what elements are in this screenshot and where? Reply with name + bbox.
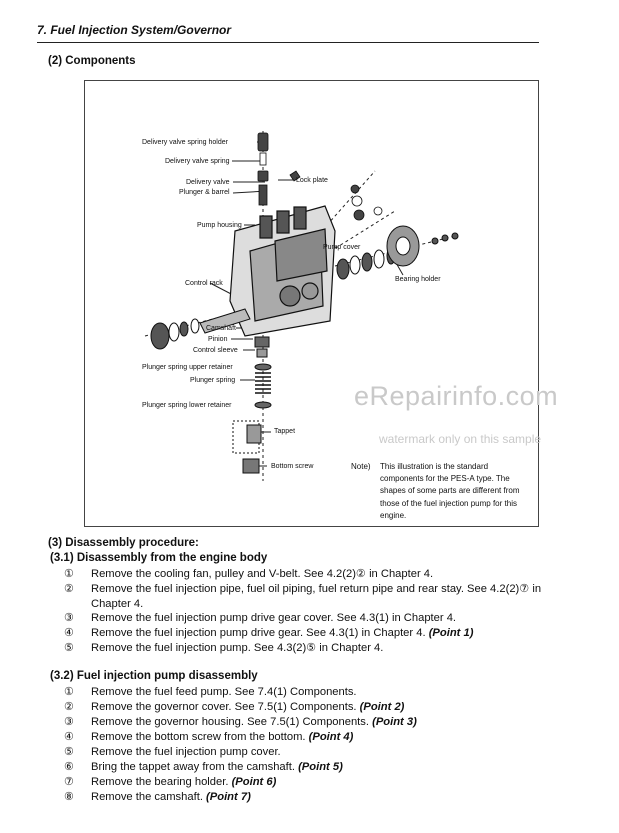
step-number: ⑦	[64, 776, 75, 788]
label-delivery-valve: Delivery valve	[186, 179, 230, 186]
step-text-wrap: Remove the bottom screw from the bottom.…	[91, 730, 561, 745]
header-rule	[37, 42, 539, 43]
label-plunger-spring-lower-retainer: Plunger spring lower retainer	[142, 402, 232, 409]
step-text: Remove the fuel injection pump cover.	[91, 746, 281, 758]
step-number: ⑧	[64, 791, 75, 803]
step-number: ③	[64, 716, 75, 728]
point-ref: (Point 5)	[298, 761, 343, 773]
step-text-wrap: Remove the governor cover. See 7.5(1) Co…	[91, 700, 561, 715]
step-number: ②	[64, 583, 75, 595]
step-text-wrap: Remove the camshaft. (Point 7)	[91, 790, 561, 805]
step-text: Remove the fuel feed pump. See 7.4(1) Co…	[91, 686, 357, 698]
note-label: Note)	[351, 462, 371, 471]
step-text: Remove the fuel injection pump drive gea…	[91, 627, 426, 639]
point-ref: (Point 7)	[206, 791, 251, 803]
label-pump-housing: Pump housing	[197, 222, 242, 229]
label-control-rack: Control rack	[185, 280, 223, 287]
step-number: ④	[64, 731, 75, 743]
subsection-title-engine-body: (3.1) Disassembly from the engine body	[50, 552, 268, 564]
point-ref: (Point 2)	[359, 701, 405, 713]
label-camshaft: Camshaft	[206, 325, 236, 332]
point-ref: (Point 4)	[308, 731, 354, 743]
watermark-sub: watermark only on this sample	[379, 432, 542, 446]
exploded-view-drawing	[144, 131, 459, 481]
label-plunger-barrel: Plunger & barrel	[179, 189, 230, 196]
label-lock-plate: Lock plate	[296, 177, 328, 184]
step-text-wrap: Remove the fuel injection pump drive gea…	[91, 626, 561, 641]
label-bearing-holder: Bearing holder	[395, 276, 441, 283]
step-text-wrap: Remove the bearing holder. (Point 6)	[91, 775, 561, 790]
step-text: Remove the fuel injection pump drive gea…	[91, 612, 457, 624]
label-delivery-valve-spring-holder: Delivery valve spring holder	[142, 139, 228, 146]
section-title-components: (2) Components	[48, 55, 136, 67]
step-text: Remove the fuel injection pipe, fuel oil…	[91, 583, 542, 610]
step-number: ⑥	[64, 761, 75, 773]
label-pump-cover: Pump cover	[323, 244, 361, 251]
subsection-title-pump-disassembly: (3.2) Fuel injection pump disassembly	[50, 670, 258, 682]
step-number: ①	[64, 568, 75, 580]
page-header: 7. Fuel Injection System/Governor	[37, 23, 232, 37]
step-text: Remove the camshaft.	[91, 791, 203, 803]
label-delivery-valve-spring: Delivery valve spring	[165, 158, 230, 165]
step-number: ②	[64, 701, 75, 713]
point-ref: (Point 1)	[428, 627, 474, 639]
point-ref: (Point 6)	[231, 776, 277, 788]
section-title-disassembly: (3) Disassembly procedure:	[48, 537, 199, 549]
step-number: ③	[64, 612, 75, 624]
step-text: Remove the governor housing. See 7.5(1) …	[91, 716, 369, 728]
step-text: Remove the bottom screw from the bottom.	[91, 731, 306, 743]
step-text: Remove the bearing holder.	[91, 776, 229, 788]
step-text: Remove the cooling fan, pulley and V-bel…	[91, 568, 434, 580]
step-text: Remove the governor cover. See 7.5(1) Co…	[91, 701, 357, 713]
label-plunger-spring: Plunger spring	[190, 377, 236, 384]
label-tappet: Tappet	[274, 428, 296, 435]
step-text: Remove the fuel injection pump. See 4.3(…	[91, 642, 384, 654]
label-control-sleeve: Control sleeve	[193, 347, 238, 354]
step-number: ⑤	[64, 746, 75, 758]
step-text: Bring the tappet away from the camshaft.	[91, 761, 295, 773]
step-number: ④	[64, 627, 75, 639]
step-number: ⑤	[64, 642, 75, 654]
step-number: ①	[64, 686, 75, 698]
label-plunger-spring-upper-retainer: Plunger spring upper retainer	[142, 364, 233, 371]
point-ref: (Point 3)	[372, 716, 417, 728]
label-pinion: Pinion	[208, 336, 228, 343]
step-text-wrap: Remove the governor housing. See 7.5(1) …	[91, 715, 561, 730]
step-text-wrap: Bring the tappet away from the camshaft.…	[91, 760, 561, 775]
label-bottom-screw: Bottom screw	[271, 463, 314, 470]
note-text: This illustration is the standard compon…	[380, 462, 520, 520]
watermark-main: eRepairinfo.com	[354, 381, 559, 411]
components-figure: Delivery valve spring holder Delivery va…	[84, 80, 539, 527]
